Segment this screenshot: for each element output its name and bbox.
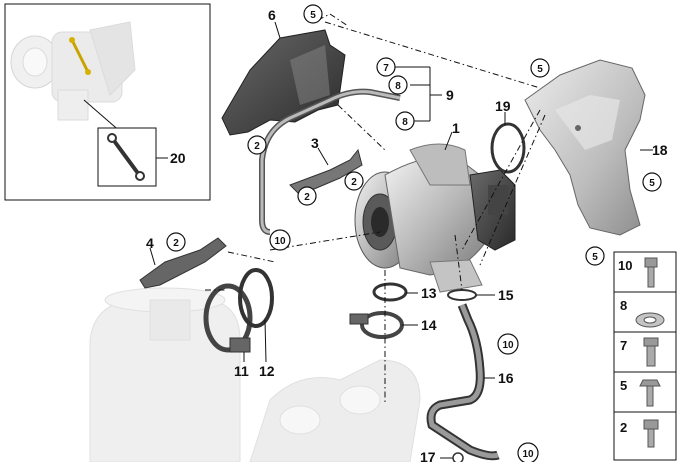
callout-18: 18	[652, 142, 668, 158]
legend-label-10: 10	[618, 258, 632, 273]
legend-label-5: 5	[620, 378, 627, 393]
banjo-bolt-7-icon	[643, 337, 659, 367]
inset-highlight-dot	[85, 69, 91, 75]
callout-3: 3	[311, 135, 319, 151]
circled-8-bottom: 8	[395, 111, 415, 131]
callout-16: 16	[498, 370, 514, 386]
svg-text:10: 10	[502, 340, 514, 351]
bolt-10-icon	[644, 257, 658, 288]
svg-text:5: 5	[592, 252, 598, 263]
circled-10-return: 10	[497, 333, 519, 355]
callout-9: 9	[446, 87, 454, 103]
part-15-gasket	[447, 289, 477, 301]
legend-label-2: 2	[620, 420, 627, 435]
svg-text:10: 10	[274, 236, 286, 247]
part-11-v-clamp	[203, 283, 253, 353]
circled-2-bracket3-right: 2	[344, 171, 364, 191]
callout-6: 6	[268, 7, 276, 23]
circled-8-top: 8	[388, 75, 408, 95]
svg-text:5: 5	[537, 64, 543, 75]
callout-20: 20	[170, 150, 186, 166]
circled-5-top: 5	[303, 4, 323, 24]
callout-11: 11	[234, 363, 249, 379]
background-manifold	[249, 359, 421, 462]
circled-5-shield-right: 5	[642, 172, 662, 192]
inset-panel: 20	[4, 3, 211, 201]
callout-19: 19	[495, 98, 511, 114]
hardware-legend: 10 8 7 5 2	[613, 251, 677, 461]
svg-text:2: 2	[351, 177, 357, 188]
oil-feed-pipe	[259, 88, 401, 235]
svg-text:10: 10	[522, 449, 534, 460]
circled-7: 7	[376, 57, 396, 77]
circled-10-pipe: 10	[269, 229, 291, 251]
circled-2-bracket3-left: 2	[297, 186, 317, 206]
part-4-bracket	[139, 237, 227, 289]
circled-2-bracket4: 2	[166, 232, 186, 252]
assembly-lines	[205, 13, 546, 405]
part-17-seal	[452, 452, 464, 462]
callout-12: 12	[259, 363, 275, 379]
part-11-clamp-screw	[229, 337, 251, 353]
svg-text:2: 2	[173, 238, 179, 249]
inset-highlight-line	[70, 39, 90, 73]
part-1-turbocharger	[354, 143, 516, 293]
circled-2-shield: 2	[247, 135, 267, 155]
svg-text:2: 2	[254, 141, 260, 152]
part-20-bracket	[107, 133, 145, 181]
inset-turbo-illustration	[10, 21, 136, 121]
callout-4: 4	[146, 235, 154, 251]
bolt-5-icon	[639, 379, 661, 407]
part-18-heat-shield	[524, 59, 646, 236]
background-catalyst	[89, 287, 241, 462]
svg-text:5: 5	[649, 178, 655, 189]
inset-highlight-dot	[69, 37, 75, 43]
circled-5-shield-bottom: 5	[585, 246, 605, 266]
part-13-gasket	[372, 282, 408, 302]
svg-text:8: 8	[395, 81, 401, 92]
part-12-seal-ring	[238, 268, 274, 328]
part-16-oil-return-pipe	[426, 303, 500, 461]
part-19-gasket	[490, 122, 526, 174]
callout-14: 14	[421, 317, 437, 333]
circled-10-bottom: 10	[517, 442, 539, 462]
svg-text:2: 2	[304, 192, 310, 203]
svg-text:5: 5	[310, 10, 316, 21]
callout-13: 13	[421, 285, 437, 301]
callout-15: 15	[498, 287, 514, 303]
washer-8-icon	[635, 312, 665, 328]
legend-label-8: 8	[620, 298, 627, 313]
bolt-2-icon	[643, 419, 659, 448]
svg-text:8: 8	[402, 117, 408, 128]
callout-17: 17	[420, 449, 436, 462]
callout-1: 1	[452, 120, 460, 136]
legend-label-7: 7	[620, 338, 627, 353]
svg-text:7: 7	[383, 63, 389, 74]
circled-5-shield-top: 5	[530, 58, 550, 78]
